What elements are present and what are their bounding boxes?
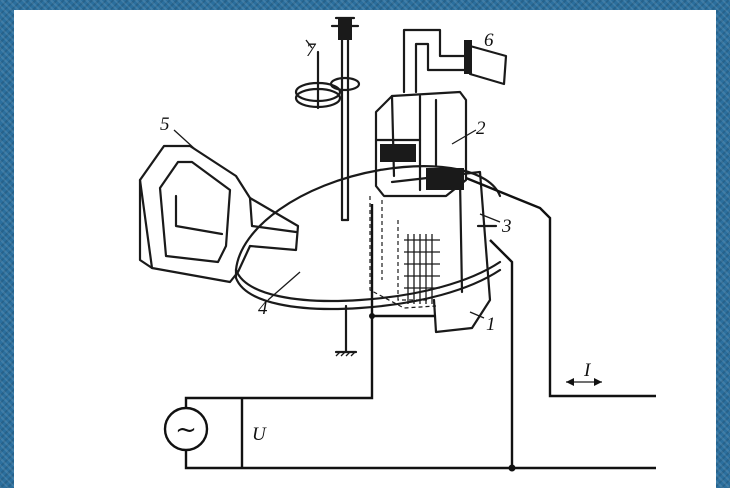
label-part-7: 7 [306, 40, 317, 61]
label-part-3: 3 [501, 216, 512, 237]
label-part-4: 4 [258, 298, 268, 319]
ac-source-symbol: ~ [163, 406, 209, 452]
label-part-2: 2 [476, 118, 486, 139]
adjuster-bracket [402, 28, 508, 94]
circuit-wiring [184, 176, 656, 472]
label-part-6: 6 [484, 30, 494, 51]
spindle [330, 16, 360, 357]
source-symbol: ~ [175, 415, 197, 445]
label-part-5: 5 [160, 114, 170, 135]
label-part-1: 1 [486, 314, 496, 335]
current-arrow [566, 378, 602, 386]
voltage-coil [374, 90, 468, 198]
counter-mechanism [294, 39, 361, 110]
label-current-I: I [583, 360, 592, 381]
leader-lines [173, 129, 501, 319]
diagram-panel [14, 10, 716, 488]
aluminium-disk [234, 165, 502, 311]
brake-magnet [138, 144, 300, 284]
label-voltage-U: U [252, 424, 267, 445]
